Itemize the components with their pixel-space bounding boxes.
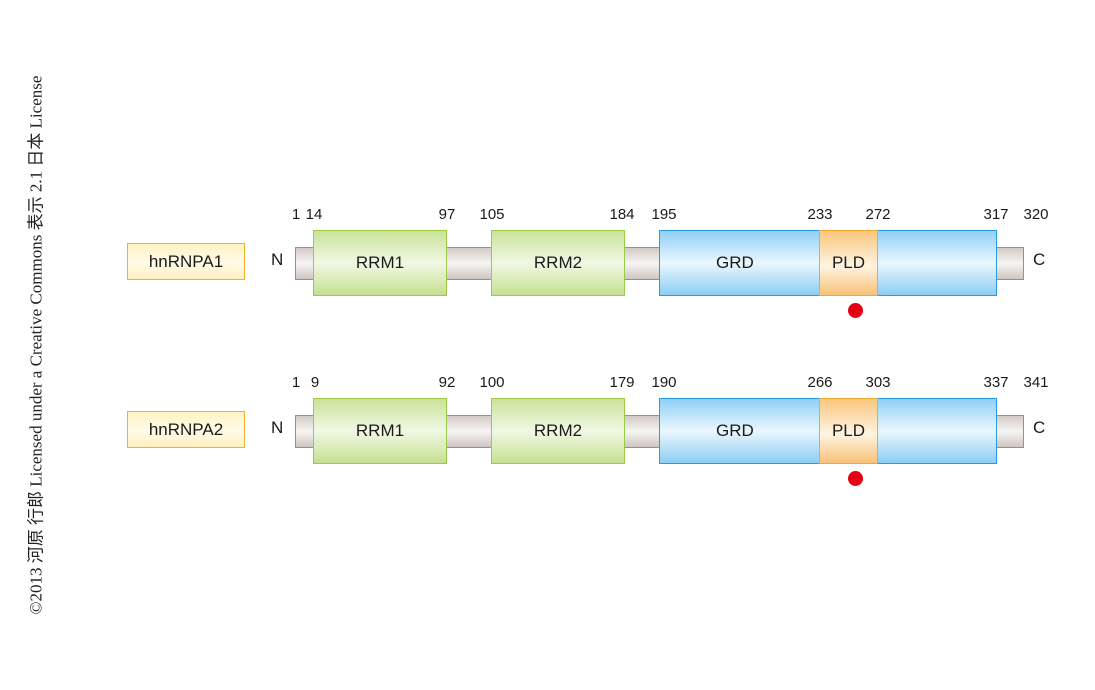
position-label: 266 — [807, 374, 833, 391]
position-label: 100 — [479, 374, 505, 391]
position-label: 97 — [438, 206, 456, 223]
domain-rrm2: RRM2 — [491, 230, 625, 296]
protein-row-hnrnpa1: hnRNPA1 N RRM1 RRM2 GRD PLD C 1 14 97 10… — [0, 200, 1095, 318]
domain-pld: PLD — [819, 398, 878, 464]
position-label: 317 — [983, 206, 1009, 223]
position-label: 341 — [1023, 374, 1049, 391]
position-label: 92 — [438, 374, 456, 391]
protein-name-label: hnRNPA2 — [127, 411, 245, 448]
position-label: 14 — [305, 206, 323, 223]
position-label: 303 — [865, 374, 891, 391]
c-terminus-label: C — [1033, 418, 1046, 437]
position-label: 1 — [291, 206, 301, 223]
n-terminus-label: N — [271, 418, 284, 437]
position-label: 9 — [310, 374, 320, 391]
domain-rrm1: RRM1 — [313, 398, 447, 464]
position-label: 1 — [291, 374, 301, 391]
c-terminus-label: C — [1033, 250, 1046, 269]
position-label: 233 — [807, 206, 833, 223]
domain-rrm2: RRM2 — [491, 398, 625, 464]
protein-row-hnrnpa2: hnRNPA2 N RRM1 RRM2 GRD PLD C 1 9 92 100… — [0, 368, 1095, 486]
position-label: 179 — [609, 374, 635, 391]
position-label: 320 — [1023, 206, 1049, 223]
position-label: 337 — [983, 374, 1009, 391]
domain-rrm1: RRM1 — [313, 230, 447, 296]
protein-name-label: hnRNPA1 — [127, 243, 245, 280]
red-dot-marker — [848, 303, 863, 318]
license-text: ©2013 河原 行郎 Licensed under a Creative Co… — [26, 75, 46, 615]
position-label: 272 — [865, 206, 891, 223]
position-label: 105 — [479, 206, 505, 223]
position-label: 184 — [609, 206, 635, 223]
position-label: 190 — [651, 374, 677, 391]
position-label: 195 — [651, 206, 677, 223]
red-dot-marker — [848, 471, 863, 486]
n-terminus-label: N — [271, 250, 284, 269]
domain-pld: PLD — [819, 230, 878, 296]
